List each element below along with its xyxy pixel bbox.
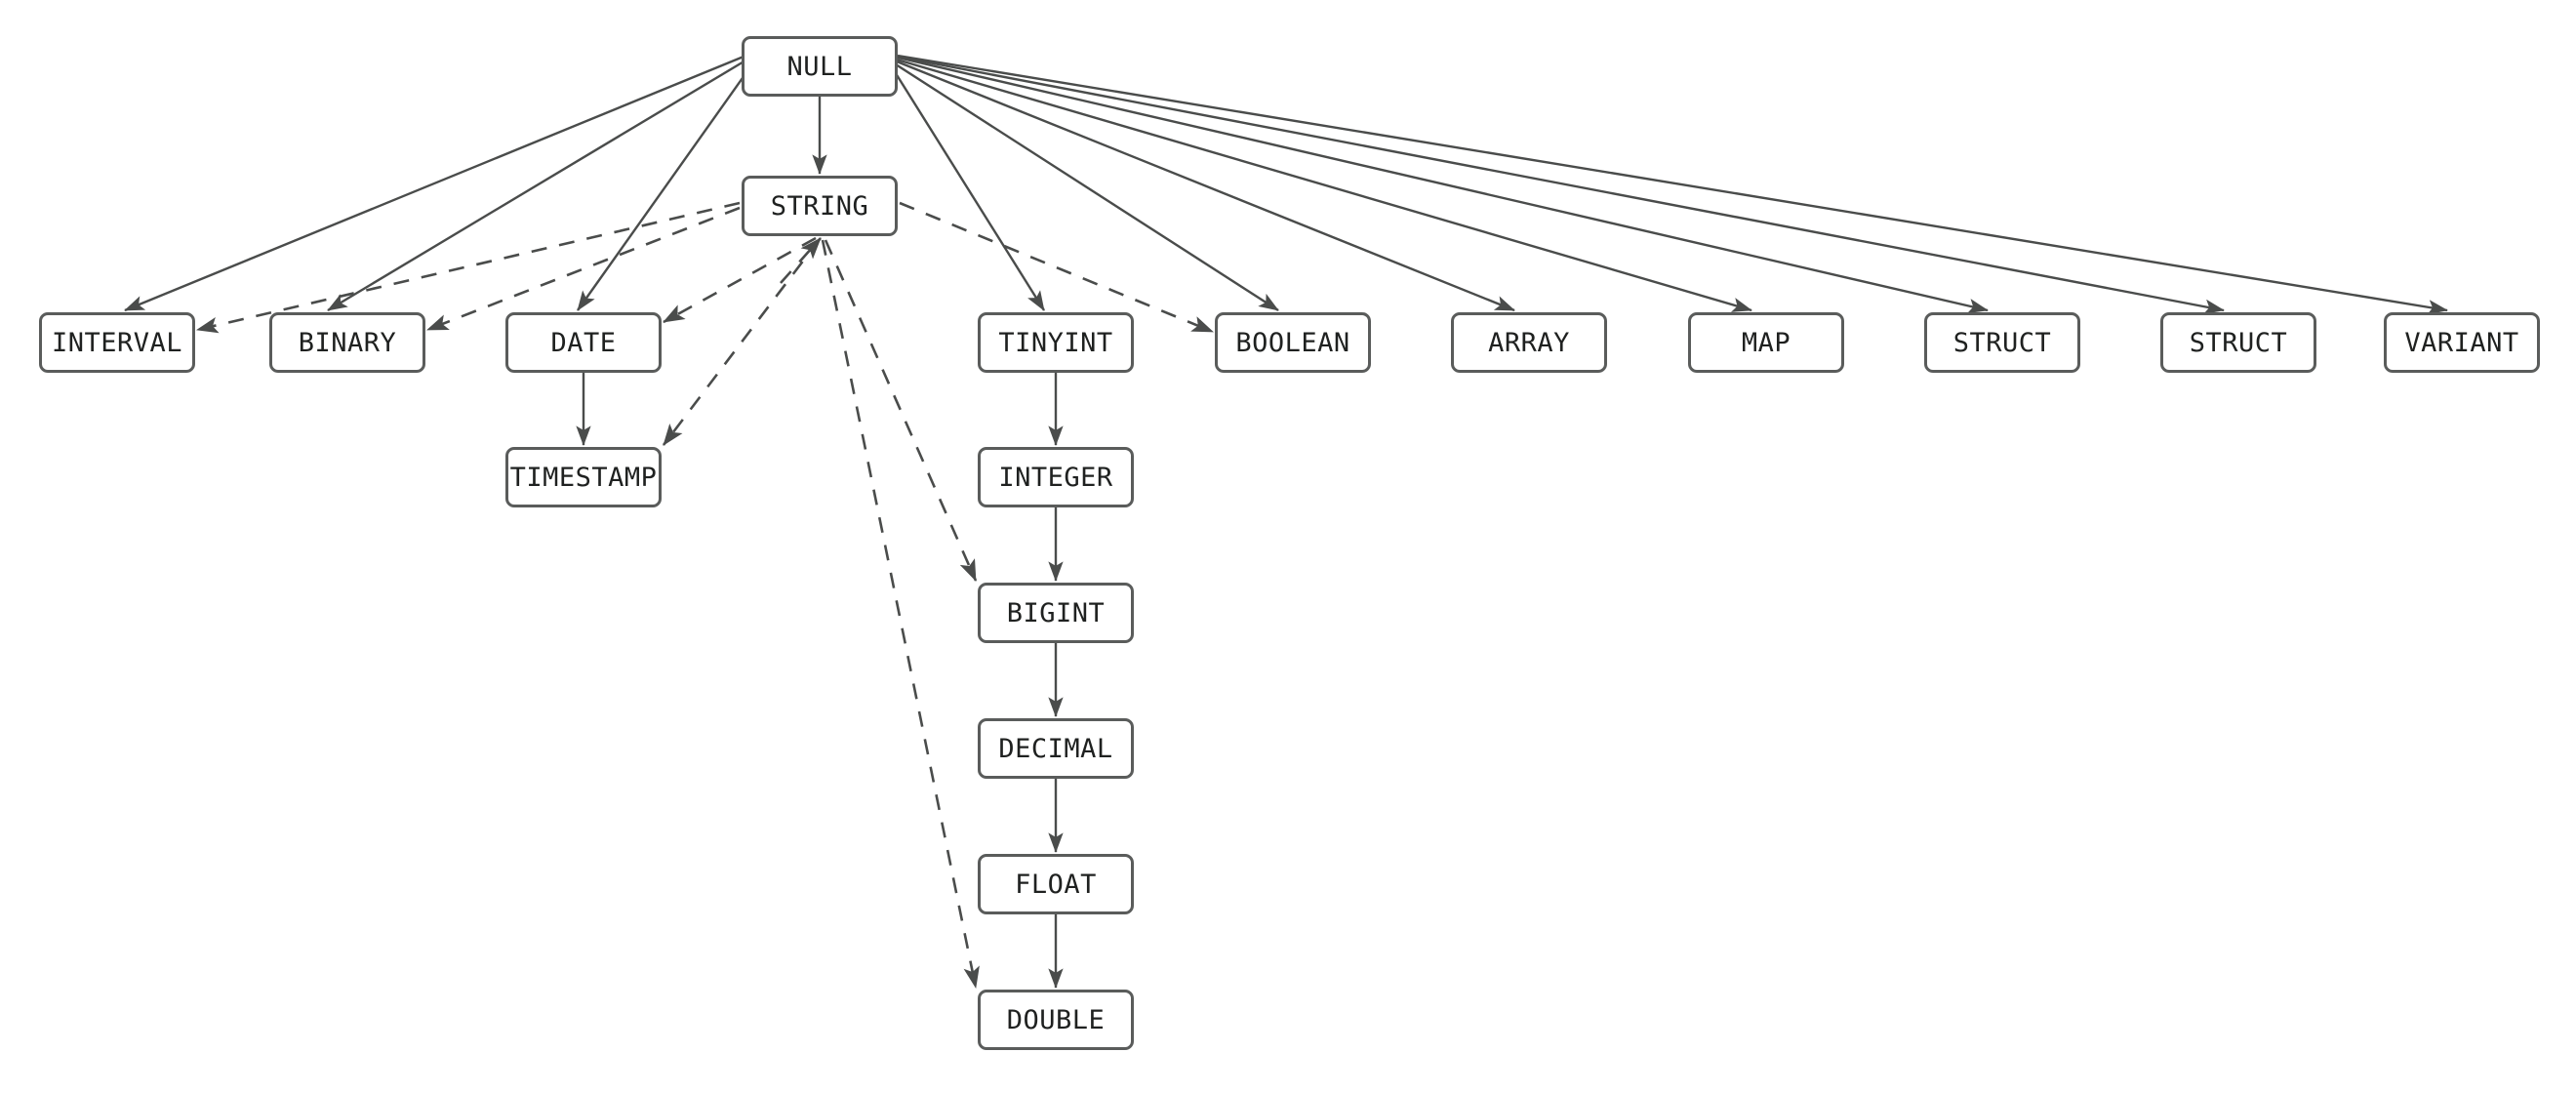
node-label: DECIMAL <box>998 733 1113 764</box>
node-double[interactable]: DOUBLE <box>978 990 1134 1050</box>
node-string[interactable]: STRING <box>742 176 898 236</box>
edge-null-to-variant <box>897 54 2448 315</box>
node-label: TIMESTAMP <box>509 462 658 493</box>
edge-string-to-timestamp <box>662 238 822 446</box>
edge-string-to-interval <box>195 201 741 334</box>
node-label: DATE <box>550 327 617 358</box>
node-integer[interactable]: INTEGER <box>978 447 1134 507</box>
edge-null-to-struct1 <box>897 56 1989 314</box>
node-label: ARRAY <box>1488 327 1570 358</box>
node-array[interactable]: ARRAY <box>1451 312 1607 373</box>
node-label: STRUCT <box>2189 327 2288 358</box>
edge-null-to-date <box>577 67 750 311</box>
node-float[interactable]: FLOAT <box>978 854 1134 914</box>
edge-string-to-date <box>663 236 817 324</box>
node-label: STRUCT <box>1952 327 2052 358</box>
edge-string_anchor-to-string <box>780 237 822 284</box>
node-boolean[interactable]: BOOLEAN <box>1215 312 1371 373</box>
node-struct1[interactable]: STRUCT <box>1924 312 2080 373</box>
edge-null-to-interval <box>124 55 745 312</box>
node-tinyint[interactable]: TINYINT <box>978 312 1134 373</box>
node-label: VARIANT <box>2404 327 2519 358</box>
node-variant[interactable]: VARIANT <box>2384 312 2540 373</box>
node-map[interactable]: MAP <box>1688 312 1844 373</box>
edge-null-to-struct2 <box>897 55 2225 314</box>
node-label: MAP <box>1741 327 1791 358</box>
edge-null-to-boolean <box>895 62 1279 312</box>
node-date[interactable]: DATE <box>505 312 662 373</box>
node-binary[interactable]: BINARY <box>269 312 425 373</box>
node-null[interactable]: NULL <box>742 36 898 97</box>
node-bigint[interactable]: BIGINT <box>978 583 1134 643</box>
node-label: NULL <box>786 51 853 82</box>
node-struct2[interactable]: STRUCT <box>2160 312 2316 373</box>
node-decimal[interactable]: DECIMAL <box>978 718 1134 779</box>
edge-null-to-array <box>896 60 1515 312</box>
edge-null-to-map <box>896 58 1752 312</box>
node-label: FLOAT <box>1015 869 1097 900</box>
node-label: BOOLEAN <box>1235 327 1350 358</box>
node-timestamp[interactable]: TIMESTAMP <box>505 447 662 507</box>
node-label: DOUBLE <box>1006 1004 1106 1035</box>
node-label: TINYINT <box>998 327 1113 358</box>
edge-null-to-tinyint <box>892 69 1046 311</box>
node-interval[interactable]: INTERVAL <box>39 312 195 373</box>
node-label: BINARY <box>298 327 397 358</box>
node-label: STRING <box>770 190 869 222</box>
node-label: INTEGER <box>998 462 1113 493</box>
node-label: BIGINT <box>1006 597 1106 628</box>
edge-null-to-binary <box>327 59 746 312</box>
node-label: INTERVAL <box>51 327 183 358</box>
edge-string-to-bigint <box>824 239 978 582</box>
edge-string-to-double <box>821 239 980 990</box>
